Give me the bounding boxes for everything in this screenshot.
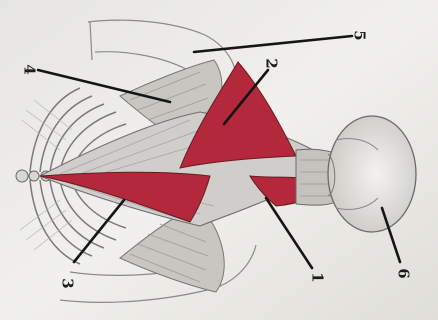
label-5: 5 <box>352 30 367 40</box>
label-3: 3 <box>60 278 75 288</box>
label-1: 1 <box>310 272 325 282</box>
label-4: 4 <box>22 64 37 74</box>
label-2: 2 <box>264 58 279 68</box>
skull <box>328 116 416 232</box>
label-6: 6 <box>396 268 411 278</box>
